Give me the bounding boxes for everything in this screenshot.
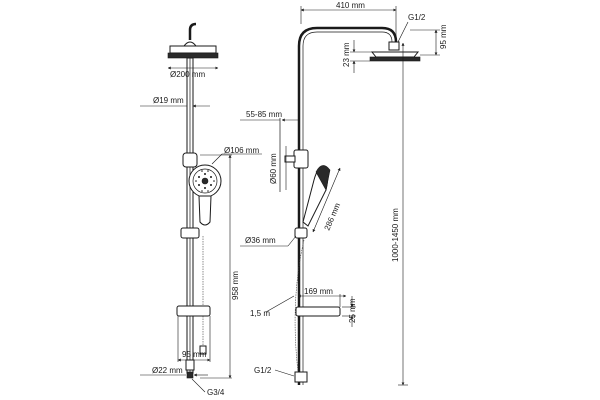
dim-shelf-depth: 95 mm <box>182 350 207 359</box>
wall-bracket <box>293 149 309 169</box>
dim-head-connection: G1/2 <box>408 13 426 22</box>
head-shower <box>167 41 219 59</box>
slider-holder <box>294 227 308 239</box>
hose-side <box>294 239 305 373</box>
dim-shelf-height: 25 mm <box>348 298 357 323</box>
dim-head-height: 95 mm <box>439 24 448 49</box>
dim-handshower-length: 286 mm <box>323 201 343 231</box>
bottom-valve <box>185 359 195 371</box>
dim-head-diameter: Ø200 mm <box>170 70 205 79</box>
hand-shower-side <box>302 165 331 227</box>
dim-hose-connection: G1/2 <box>254 366 272 375</box>
dim-head-thickness: 23 mm <box>342 42 351 67</box>
hand-shower-face <box>188 164 222 226</box>
dim-clamp-range: 55-85 mm <box>246 110 282 119</box>
dim-bottom-diameter: Ø22 mm <box>152 366 183 375</box>
dim-bracket-diameter: Ø60 mm <box>269 153 278 184</box>
slider-clamp <box>180 227 200 239</box>
dim-hose-length: 1,5 m <box>250 309 270 318</box>
front-view: Ø200 mm Ø19 mm Ø106 mm 958 mm 95 mm Ø22 … <box>140 22 262 397</box>
dim-shelf-width: 169 mm <box>304 287 333 296</box>
soap-shelf <box>176 305 211 317</box>
bottom-valve-side <box>294 371 308 383</box>
dim-pipe-diameter: Ø19 mm <box>153 96 184 105</box>
holder-bracket <box>182 152 198 168</box>
head-shower-side <box>369 41 421 62</box>
hose-outlet <box>199 345 207 355</box>
dim-total-height: 1000-1450 mm <box>391 208 400 262</box>
dim-height: 958 mm <box>231 271 240 300</box>
side-view: 410 mm G1/2 95 mm 23 mm 55-85 mm Ø60 mm … <box>240 1 448 386</box>
shower-arm <box>297 26 398 385</box>
soap-shelf-side <box>295 306 341 317</box>
pipe-top <box>188 22 197 40</box>
dim-connection: G3/4 <box>207 388 225 397</box>
dim-arm-length: 410 mm <box>336 1 365 10</box>
dim-handshower-diameter: Ø106 mm <box>224 146 259 155</box>
dim-holder-diameter: Ø36 mm <box>245 236 276 245</box>
